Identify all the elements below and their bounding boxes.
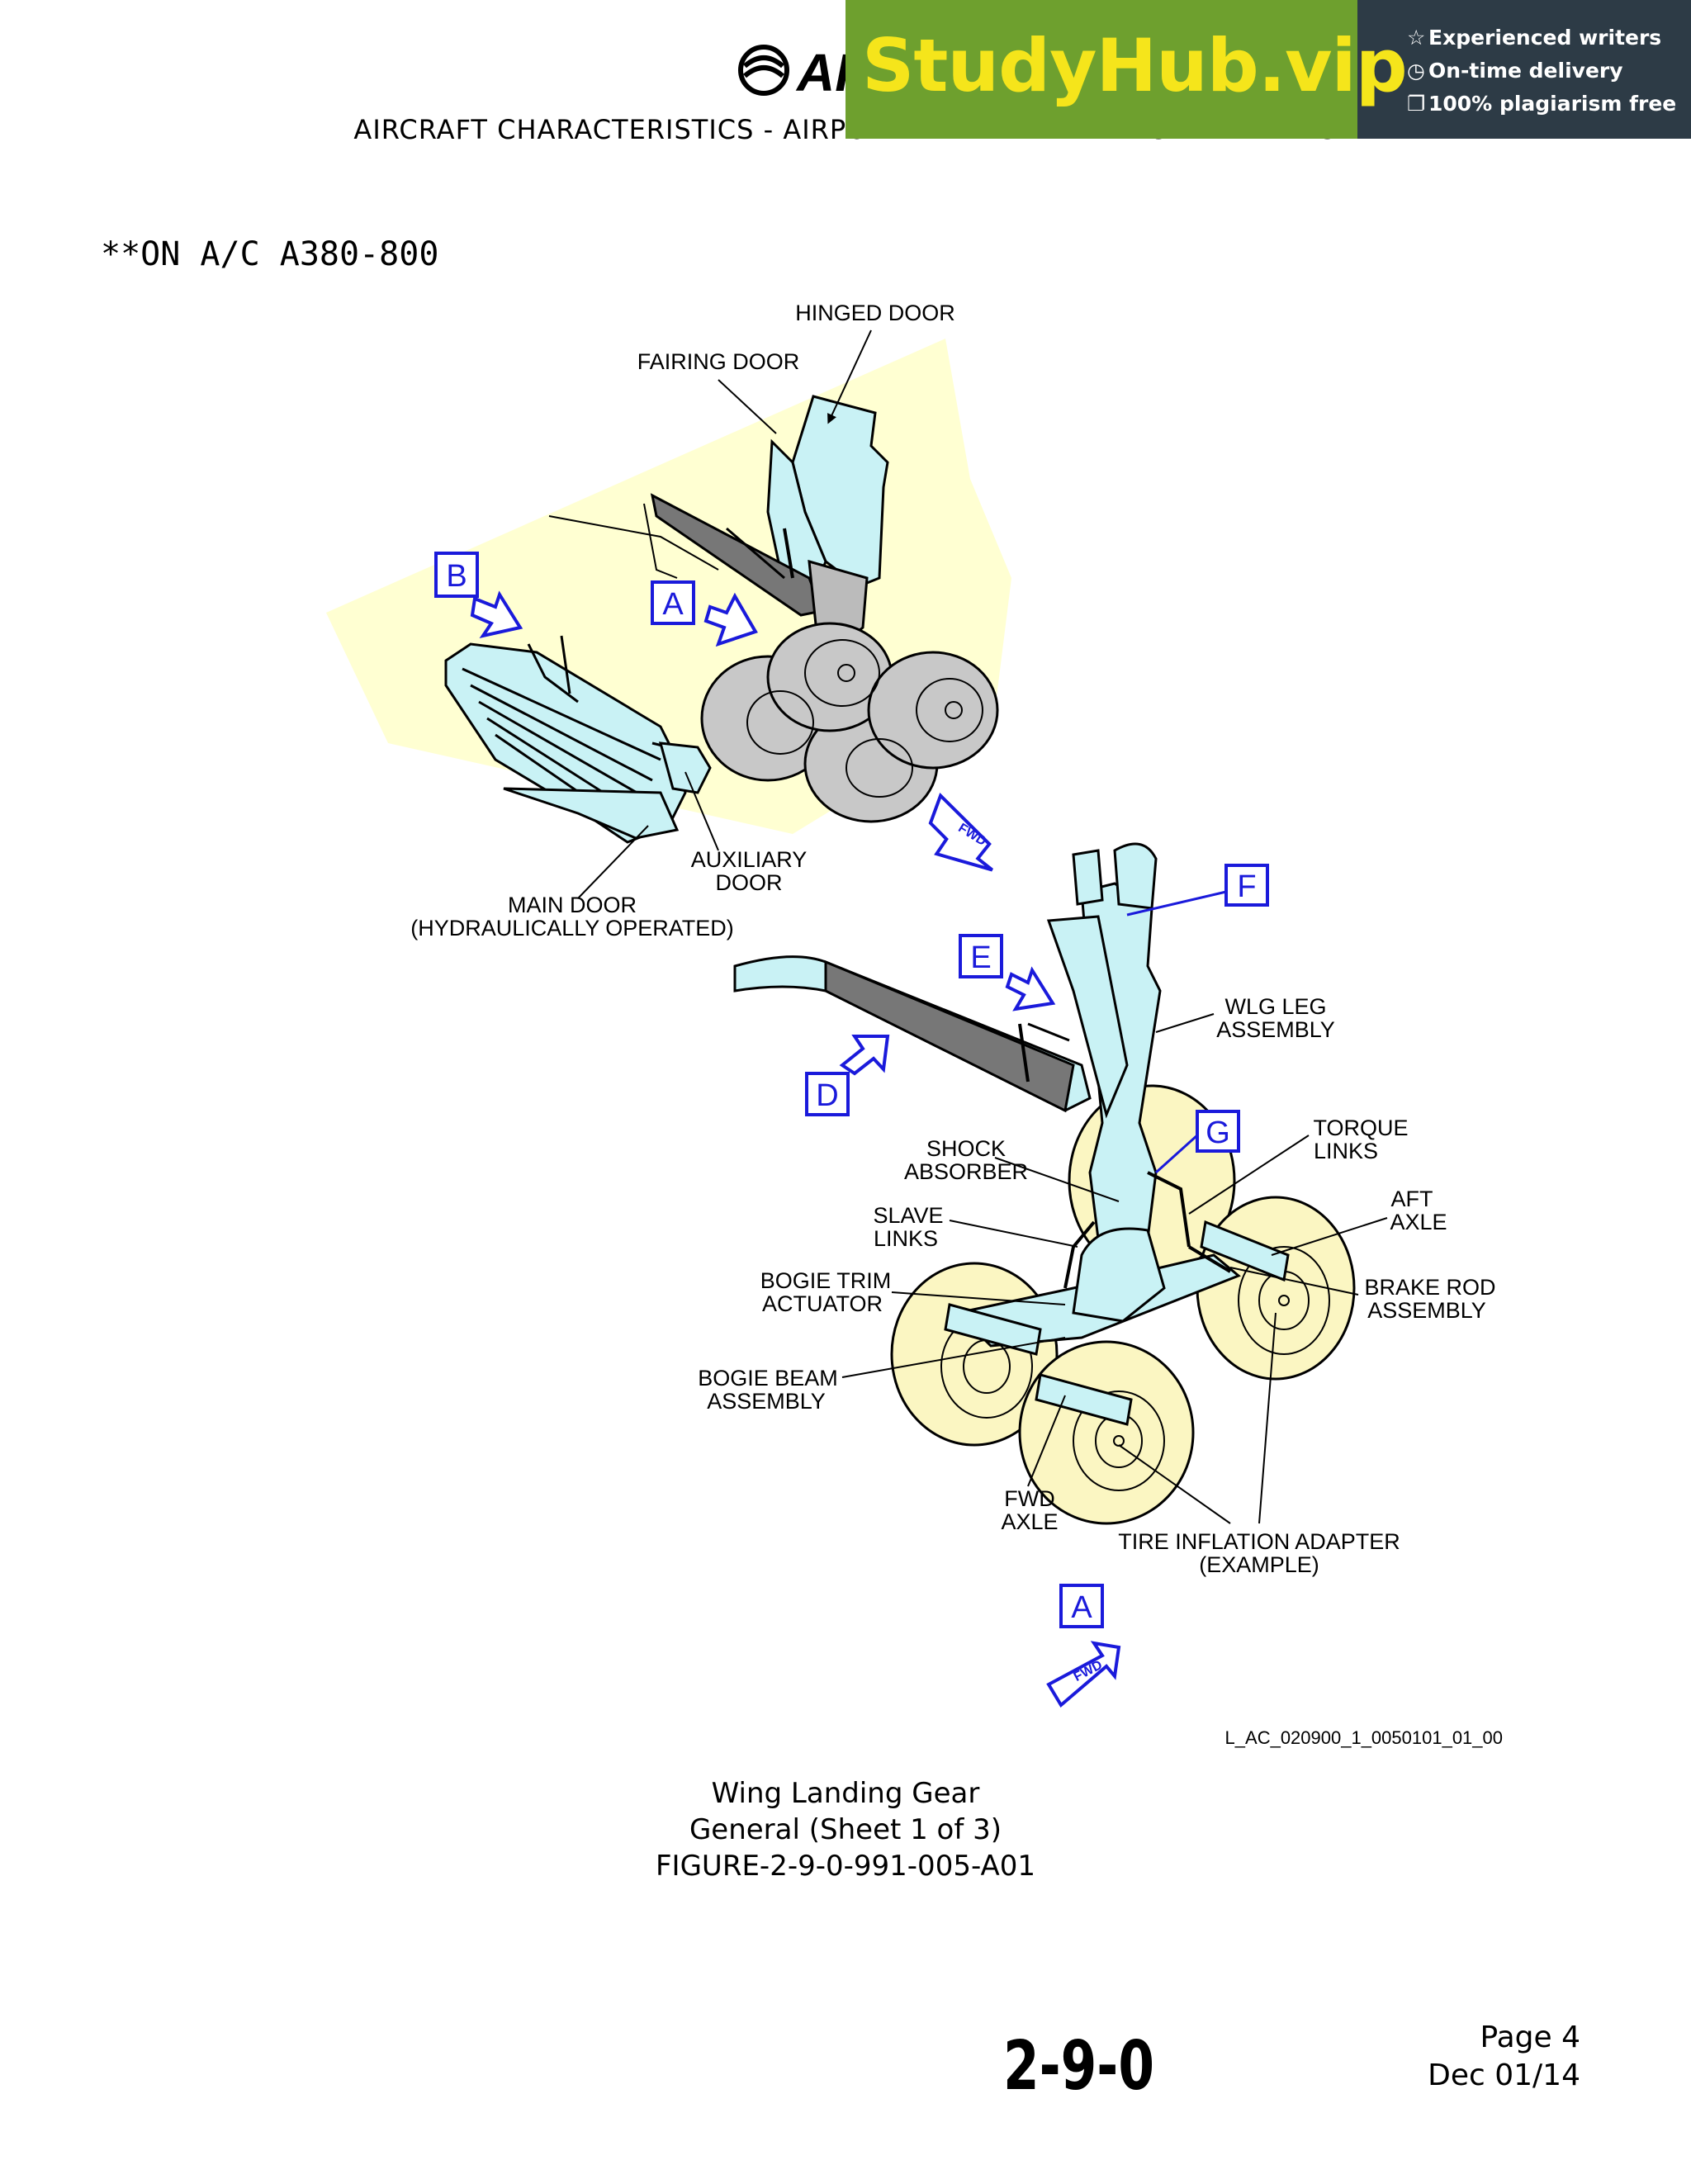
callout-a-lower[interactable]: A [1059, 1584, 1104, 1628]
figure-label-text: ASSEMBLY [707, 1389, 826, 1414]
figure-label-text: ASSEMBLY [1367, 1298, 1486, 1323]
figure-label-text: B [446, 559, 467, 594]
applicability-note: **ON A/C A380-800 [101, 235, 439, 273]
clock-icon: ◷ [1407, 59, 1425, 83]
figure-label-text: F [1237, 869, 1256, 904]
caption-sheet: General (Sheet 1 of 3) [689, 1813, 1002, 1846]
banner-feature: ❐100% plagiarism free [1407, 88, 1676, 121]
callout-g[interactable]: G [1196, 1110, 1240, 1153]
figure-label-text: LINKS [874, 1226, 938, 1251]
label-torque-links: TORQUE [1313, 1116, 1408, 1140]
airbus-emblem-icon [738, 45, 789, 96]
callout-f[interactable]: F [1224, 864, 1269, 907]
landing-gear-figure: B A FWD HINGED DOOR FAIRING DOOR AUXILIA… [0, 281, 1691, 1759]
label-bogie-beam-assembly: BOGIE BEAM [698, 1366, 838, 1390]
callout-e[interactable]: E [959, 934, 1003, 978]
banner-features: ☆Experienced writers ◷On-time delivery ❐… [1407, 21, 1676, 121]
copy-icon: ❐ [1407, 92, 1426, 116]
callout-b[interactable]: B [434, 552, 479, 598]
callout-d[interactable]: D [805, 1072, 850, 1116]
figure-label-text: AXLE [1001, 1509, 1058, 1534]
fwd-arrow-lower: FWD [1046, 1641, 1121, 1708]
star-icon: ☆ [1407, 26, 1426, 50]
figure-label-text: (EXAMPLE) [1199, 1552, 1319, 1577]
label-slave-links: SLAVE [873, 1203, 943, 1228]
figure-label-text: A [662, 587, 684, 622]
page-info: Page 4 Dec 01/14 [1428, 2019, 1580, 2095]
figure-caption: Wing Landing Gear General (Sheet 1 of 3)… [0, 1775, 1691, 1884]
banner-feature: ◷On-time delivery [1407, 54, 1676, 88]
studyhub-banner[interactable]: StudyHub.vip ☆Experienced writers ◷On-ti… [846, 0, 1691, 139]
label-hinged-door: HINGED DOOR [795, 301, 955, 325]
figure-label-text: DOOR [716, 870, 783, 895]
arrow-e-icon [1005, 966, 1056, 1011]
auxiliary-door [658, 741, 712, 794]
label-auxiliary-door: AUXILIARY [691, 847, 808, 872]
banner-logo[interactable]: StudyHub.vip [862, 23, 1408, 108]
callout-a-upper[interactable]: A [651, 580, 695, 625]
arrow-d-icon [839, 1035, 890, 1076]
figure-label-text: E [970, 940, 991, 975]
label-wlg-leg-assembly: WLG LEG [1224, 994, 1326, 1019]
label-bogie-trim-actuator: BOGIE TRIM [760, 1268, 892, 1293]
banner-feature: ☆Experienced writers [1407, 21, 1676, 54]
figure-label-text: LINKS [1314, 1139, 1378, 1163]
page-number: Page 4 [1480, 2021, 1581, 2054]
revision-date: Dec 01/14 [1428, 2058, 1580, 2092]
caption-title: Wing Landing Gear [711, 1777, 980, 1810]
label-shock-absorber: SHOCK [926, 1136, 1006, 1161]
caption-figure-id: FIGURE-2-9-0-991-005-A01 [656, 1850, 1035, 1883]
figure-label-text: G [1205, 1116, 1230, 1150]
figure-label-text: (HYDRAULICALLY OPERATED) [410, 916, 734, 940]
figure-reference: L_AC_020900_1_0050101_01_00 [1225, 1727, 1503, 1748]
label-main-door: MAIN DOOR [508, 893, 637, 917]
figure-label-text: ABSORBER [904, 1159, 1028, 1184]
arrow-a-icon [703, 592, 758, 647]
figure-label-text: ASSEMBLY [1216, 1017, 1335, 1042]
figure-label-text: AXLE [1390, 1210, 1447, 1234]
fwd-arrow-upper: FWD [928, 792, 993, 872]
upper-wheels [700, 622, 999, 823]
label-brake-rod-assembly: BRAKE ROD [1364, 1275, 1495, 1300]
wlg-assembly-view [733, 842, 1356, 1525]
section-number: 2-9-0 [1003, 2027, 1154, 2106]
figure-label-text: A [1071, 1590, 1092, 1625]
label-aft-axle: AFT [1391, 1187, 1433, 1211]
arrow-b-icon [470, 590, 523, 639]
label-fwd-axle: FWD [1004, 1486, 1054, 1511]
figure-label-text: D [816, 1078, 838, 1113]
label-fairing-door: FAIRING DOOR [637, 349, 800, 374]
label-tire-inflation-adapter: TIRE INFLATION ADAPTER [1118, 1529, 1400, 1554]
figure-label-text: ACTUATOR [762, 1291, 883, 1316]
